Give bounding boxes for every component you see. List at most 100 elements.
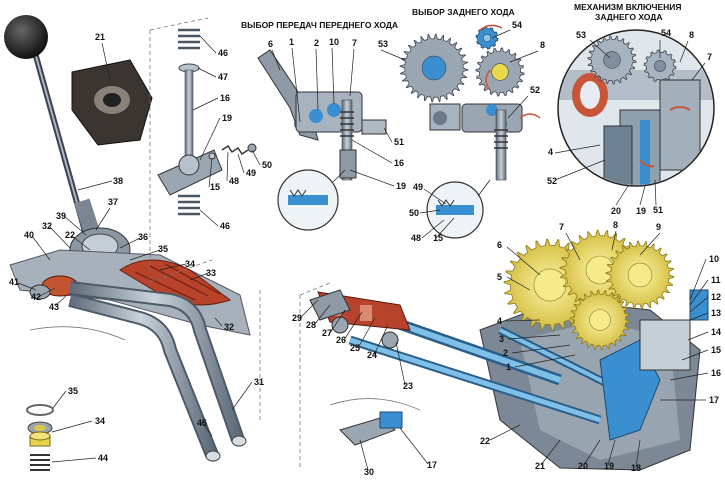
leader-line-36 [63,215,87,236]
callout-20a: 20 [611,206,621,216]
callout-4a: 4 [548,147,553,157]
callout-13: 13 [711,308,721,318]
callout-47: 47 [218,72,228,82]
leader-line-24 [419,209,441,214]
callout-38: 38 [113,176,123,186]
leader-line-1 [199,35,217,54]
callout-19a: 19 [222,113,232,123]
callout-32b: 32 [224,322,234,332]
leader-line-12 [291,47,301,123]
caption-forward-selection: ВЫБОР ПЕРЕДАЧ ПЕРЕДНЕГО ХОДА [241,20,399,30]
leader-line-25 [421,219,445,239]
callout-34a: 34 [185,259,195,269]
caption-reverse-mechanism-line2: ЗАДНЕГО ХОДА [595,12,663,22]
yg3-hub [589,309,611,331]
callout-44: 44 [98,453,108,463]
callout-27: 27 [322,328,332,338]
leader-line-44 [189,272,209,281]
callout-10b: 10 [709,254,719,264]
callout-53a: 53 [378,39,388,49]
leader-line-3 [192,97,219,111]
leader-line-37 [95,207,111,231]
callout-51a: 51 [394,137,404,147]
leader-line-48 [214,317,223,327]
leader-line-11 [271,49,281,71]
callout-numbers: 21 46 47 16 19 50 49 48 15 46 38 6 1 2 1… [9,20,721,477]
leader-line-23 [423,188,447,205]
callout-21b: 21 [535,461,545,471]
callout-7b: 7 [707,52,712,62]
leader-line-26 [435,217,455,239]
leader-line-40 [71,235,91,251]
leader-line-2 [197,67,217,78]
selector-shaft-exploded [149,17,257,283]
gear-lever-assembly [4,15,251,462]
callout-26: 26 [336,335,346,345]
leader-line-10 [77,180,113,191]
callout-37: 37 [108,197,118,207]
leader-line-51 [51,457,97,463]
leader-line-76 [505,319,541,322]
leader-line-27 [589,39,611,59]
leader-line-78 [511,344,571,354]
leader-line-50 [51,420,93,433]
callout-23: 23 [403,381,413,391]
callout-51b: 51 [653,205,663,215]
leader-line-52 [231,381,253,411]
callout-2b: 2 [503,348,508,358]
callout-16c: 16 [711,368,721,378]
callout-50b: 50 [409,208,419,218]
callout-49a: 49 [246,168,256,178]
leader-line-81 [540,439,561,466]
callout-14: 14 [711,327,721,337]
callout-25: 25 [350,343,360,353]
callout-33: 33 [206,268,216,278]
callout-10a: 10 [329,37,339,47]
leader-line-21 [509,50,539,63]
leader-line-64 [506,276,531,291]
gear53-hub [421,55,447,81]
callout-31: 31 [254,377,264,387]
callout-8b: 8 [689,30,694,40]
leader-line-35 [654,179,657,206]
callout-40: 40 [24,230,34,240]
leader-line-6 [237,153,245,174]
callout-2a: 2 [314,38,319,48]
leader-line-53 [201,421,213,437]
leader-line-58 [357,317,376,349]
leader-line-74 [669,372,709,381]
leader-line-7 [226,151,229,182]
callout-15b: 15 [433,233,443,243]
leader-line-65 [565,232,581,261]
callout-52b: 52 [547,176,557,186]
callout-15c: 15 [711,345,721,355]
leader-line-16 [383,127,393,143]
leader-line-18 [349,169,395,187]
leader-line-66 [611,230,617,251]
leader-line-22 [507,95,529,119]
callout-7a: 7 [352,38,357,48]
callout-42: 42 [31,292,41,302]
callout-16a: 16 [220,93,230,103]
caption-reverse-mechanism-line1: МЕХАНИЗМ ВКЛЮЧЕНИЯ [574,2,682,12]
callout-36: 36 [138,232,148,242]
leader-line-38 [48,225,71,249]
callout-8c: 8 [613,220,618,230]
callout-19b: 19 [396,181,406,191]
callout-54b: 54 [661,28,671,38]
leader-line-62 [399,427,429,465]
leader-line-55 [313,304,331,326]
leader-line-63 [506,246,541,276]
leader-line-34 [639,185,646,206]
leader-line-4 [199,117,221,161]
leader-line-56 [329,309,346,334]
leader-line-14 [331,47,335,105]
callout-19d: 19 [604,461,614,471]
leader-line-61 [359,439,369,471]
leader-line-57 [343,311,363,341]
callout-54a: 54 [512,20,522,30]
callout-35a: 35 [158,244,168,254]
yg2-hub [627,262,653,288]
